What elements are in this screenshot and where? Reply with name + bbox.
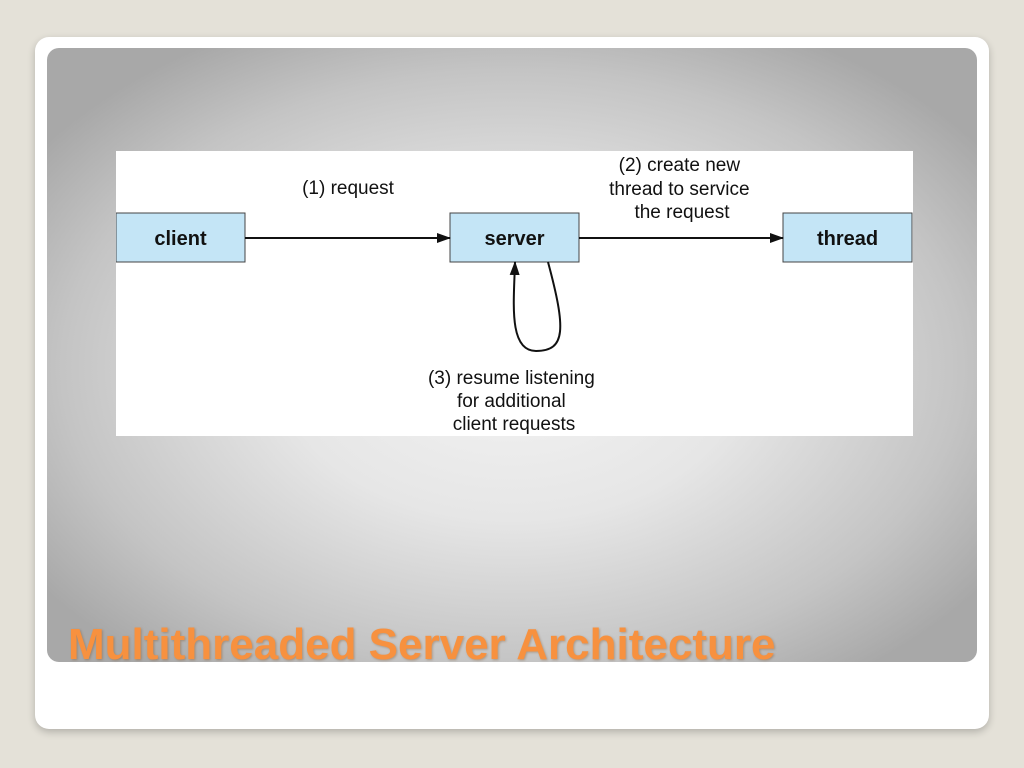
client-node: client: [116, 212, 246, 263]
create-thread-label-line-3: the request: [634, 202, 730, 223]
server-node-label: server: [484, 228, 544, 250]
client-node-label: client: [154, 228, 207, 250]
diagram-canvas: client server thread (1) request (2) cre…: [116, 155, 913, 435]
resume-listening-label-line-3: client requests: [453, 414, 576, 435]
thread-node-label: thread: [817, 228, 878, 250]
create-thread-label: (2) create new thread to service the req…: [609, 155, 755, 223]
create-thread-label-line-2: thread to service: [609, 179, 749, 200]
architecture-diagram: client server thread (1) request (2) cre…: [116, 151, 913, 436]
slide-title: Multithreaded Server Architecture: [68, 620, 776, 669]
thread-node: thread: [782, 212, 913, 263]
request-label: (1) request: [302, 178, 395, 199]
server-node: server: [449, 212, 580, 263]
resume-listening-label: (3) resume listening for additional clie…: [428, 368, 600, 435]
request-label-line: (1) request: [302, 178, 395, 199]
create-thread-label-line-1: (2) create new: [619, 155, 741, 176]
resume-listening-loop-arrow: [509, 261, 562, 353]
resume-listening-label-line-1: (3) resume listening: [428, 368, 595, 389]
resume-listening-label-line-2: for additional: [457, 391, 566, 412]
